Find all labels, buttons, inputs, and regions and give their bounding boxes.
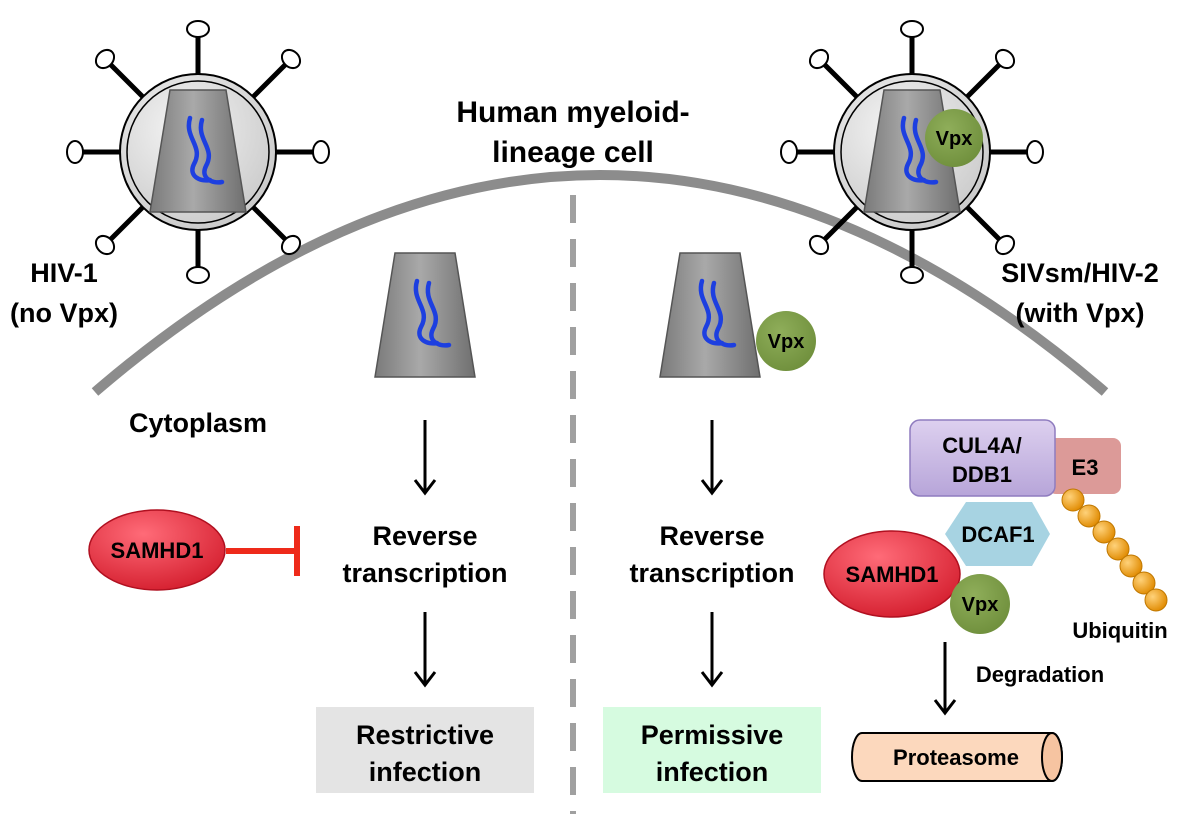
cytoplasm-label: Cytoplasm — [129, 408, 267, 438]
sivsm-hiv2-label: SIVsm/HIV-2 — [1001, 258, 1159, 288]
proteasome-label: Proteasome — [893, 745, 1019, 770]
samhd1-left-label: SAMHD1 — [111, 538, 204, 563]
ddb1-label: DDB1 — [952, 462, 1012, 487]
no-vpx-label: (no Vpx) — [10, 298, 118, 328]
ubiquitin-chain — [1061, 488, 1168, 612]
hiv1-virion — [66, 20, 330, 284]
dcaf1-hexagon — [945, 502, 1050, 566]
restrictive-line1: Restrictive — [356, 720, 494, 750]
vpx-protein-capsid — [756, 311, 816, 371]
dcaf1-label: DCAF1 — [961, 522, 1034, 547]
arrowhead-mid-2 — [700, 671, 724, 688]
vpx-label-complex: Vpx — [962, 594, 999, 616]
hiv1-label: HIV-1 — [30, 258, 98, 288]
rt-left-line2: transcription — [342, 558, 507, 588]
cul4a-label: CUL4A/ — [942, 433, 1021, 458]
cul4a-ddb1-box — [909, 419, 1056, 497]
title-line-1: Human myeloid- — [456, 96, 689, 129]
hiv1-capsid — [374, 252, 476, 378]
rt-mid-line2: transcription — [629, 558, 794, 588]
proteasome — [851, 732, 1063, 782]
arrowhead-degradation — [933, 699, 957, 716]
permissive-line2: infection — [656, 757, 769, 787]
rt-left-line1: Reverse — [372, 521, 477, 551]
vpx-protein-virion — [925, 109, 983, 167]
samhd1-left — [88, 509, 226, 591]
sivsm-hiv2-virion: Vpx — [780, 20, 1044, 284]
title-line-2: lineage cell — [492, 136, 654, 169]
cell-membrane — [91, 170, 1109, 396]
restrictive-line2: infection — [369, 757, 482, 787]
arrowhead-left-2 — [413, 671, 437, 688]
samhd1-right — [823, 530, 961, 618]
with-vpx-label: (with Vpx) — [1016, 298, 1145, 328]
arrowhead-left-1 — [413, 479, 437, 496]
permissive-box — [603, 707, 821, 793]
vpx-protein-complex — [950, 574, 1010, 634]
samhd1-right-label: SAMHD1 — [846, 562, 939, 587]
arrowhead-mid-1 — [700, 479, 724, 496]
permissive-line1: Permissive — [641, 720, 784, 750]
vpx-label-virion: Vpx — [936, 128, 973, 150]
ubiquitin-label: Ubiquitin — [1072, 618, 1167, 643]
sivsm-capsid: Vpx — [659, 252, 816, 378]
e3-box — [1048, 438, 1121, 494]
restrictive-box — [316, 707, 534, 793]
rt-mid-line1: Reverse — [659, 521, 764, 551]
degradation-label: Degradation — [976, 662, 1104, 687]
e3-label: E3 — [1072, 455, 1099, 480]
vpx-label-capsid: Vpx — [768, 331, 805, 353]
